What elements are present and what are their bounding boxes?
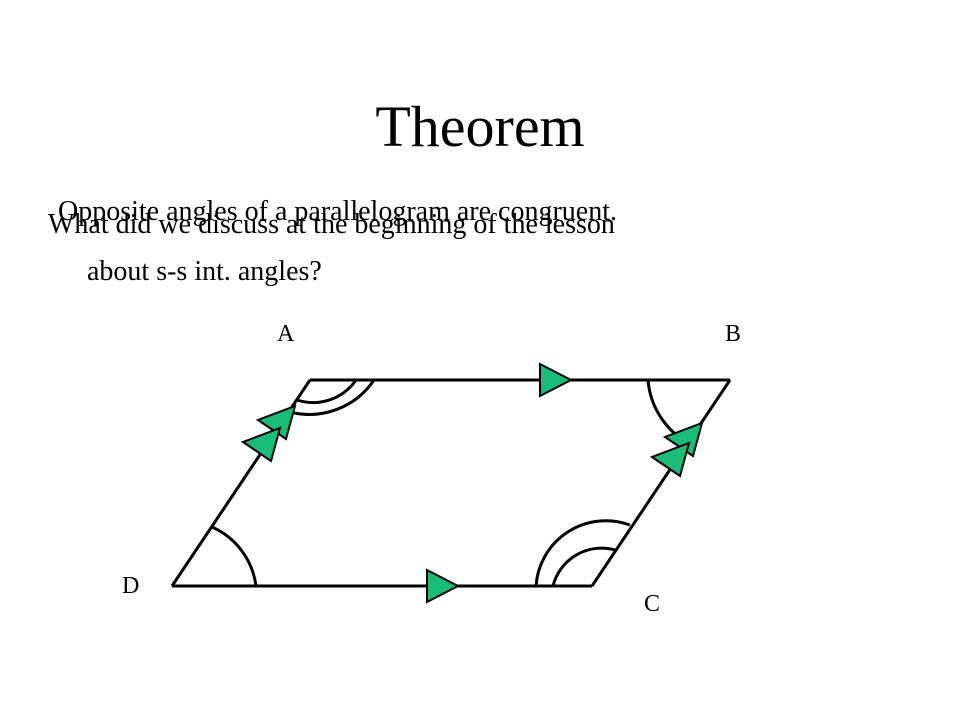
edge-bc [590, 379, 732, 587]
arrow-da-2-icon [240, 426, 282, 463]
theorem-statement: Opposite angles of a parallelogram are c… [58, 196, 618, 227]
parallelogram-edges [170, 378, 732, 588]
slide-title: Theorem [375, 94, 585, 159]
arrow-ab-icon [539, 362, 574, 398]
arrow-da-1-icon [255, 404, 297, 441]
vertex-label-c: C [644, 591, 660, 617]
vertex-label-d: D [122, 573, 139, 599]
angle-arc-a-outer [289, 379, 376, 416]
question-line-2: about s-s int. angles? [87, 256, 322, 287]
vertex-label-a: A [277, 321, 295, 347]
parallel-arrows [240, 362, 704, 604]
vertex-label-b: B [725, 321, 741, 347]
arrow-dc-icon [426, 568, 461, 604]
angle-marks [211, 379, 689, 587]
angle-arc-c-inner [551, 546, 616, 587]
arrow-bc-2-icon [649, 441, 691, 478]
question-line-1: What did we discuss at the beginning of … [48, 209, 615, 240]
angle-arc-a-inner [296, 379, 358, 405]
angle-arc-d [211, 525, 258, 587]
angle-arc-c-outer [534, 519, 631, 587]
